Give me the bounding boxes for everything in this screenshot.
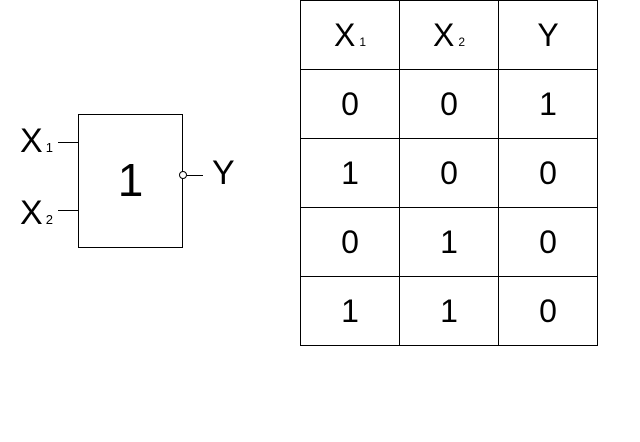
table-cell: 0 [399, 138, 499, 208]
table-row: 1 1 0 [300, 276, 598, 346]
table-cell: 0 [300, 207, 400, 277]
output-label-y: Y [212, 154, 235, 192]
table-cell: 0 [498, 138, 598, 208]
table-cell: 0 [498, 207, 598, 277]
table-cell: 0 [300, 69, 400, 139]
gate-symbol: 1 [117, 154, 144, 206]
input-pin-x2 [58, 210, 78, 211]
table-cell: 1 [300, 276, 400, 346]
inversion-bubble [179, 171, 187, 179]
table-cell: 0 [399, 69, 499, 139]
table-row: 0 1 0 [300, 207, 598, 277]
table-cell: 1 [399, 207, 499, 277]
gate-body: 1 [78, 114, 183, 248]
table-row: 1 0 0 [300, 138, 598, 208]
input-pin-x1 [58, 142, 78, 143]
output-pin [187, 175, 203, 176]
table-cell: 1 [498, 69, 598, 139]
header-y: Y [498, 0, 598, 70]
table-cell: 0 [498, 276, 598, 346]
table-cell: 1 [300, 138, 400, 208]
table-cell: 1 [399, 276, 499, 346]
table-row: 0 0 1 [300, 69, 598, 139]
